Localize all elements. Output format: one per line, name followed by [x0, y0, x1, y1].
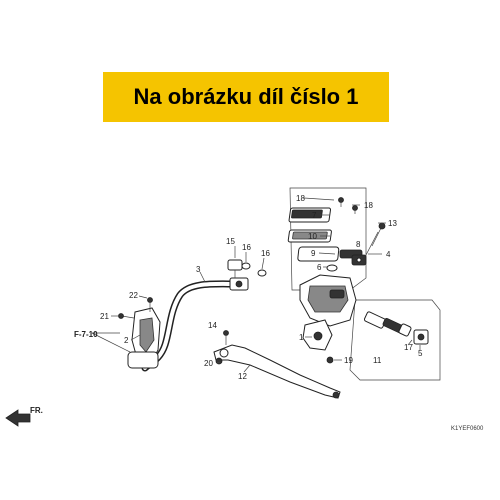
callout-14: 14 — [208, 321, 217, 330]
callout-22: 22 — [129, 291, 138, 300]
frame-reference-label: F-7-10 — [74, 330, 98, 339]
callout-18b: 18 — [364, 201, 373, 210]
callout-16b: 16 — [261, 249, 270, 258]
bolt-13 — [371, 222, 386, 247]
callout-5: 5 — [418, 349, 423, 358]
front-direction-arrow: FR. — [5, 406, 43, 427]
callout-21: 21 — [100, 312, 109, 321]
callout-20: 20 — [204, 359, 213, 368]
callout-15: 15 — [226, 237, 235, 246]
callout-1: 1 — [299, 333, 304, 342]
callout-3: 3 — [196, 265, 201, 274]
part-number-banner: Na obrázku díl číslo 1 — [103, 72, 389, 122]
diaphragm-plate-part — [287, 229, 332, 243]
diagram-code-label: K1YEF0600 — [451, 426, 484, 432]
callout-13: 13 — [388, 219, 397, 228]
screws-18 — [338, 197, 358, 214]
callout-12: 12 — [238, 372, 247, 381]
callout-11: 11 — [373, 356, 382, 365]
banjo-bolt-15 — [227, 259, 243, 278]
oring-6 — [326, 264, 338, 272]
master-cylinder-body-part — [299, 274, 357, 351]
reflector-4-8 — [351, 231, 379, 266]
callout-19: 19 — [344, 356, 353, 365]
callout-2: 2 — [124, 336, 129, 345]
callout-4: 4 — [386, 250, 391, 259]
callout-18a: 18 — [296, 194, 305, 203]
leader-lines — [91, 197, 421, 373]
front-direction-label: FR. — [30, 406, 43, 415]
callout-7: 7 — [312, 211, 317, 220]
callout-9: 9 — [311, 249, 316, 258]
callout-labels: 18 18 7 10 13 9 8 4 6 15 16 16 3 22 21 2… — [100, 194, 423, 381]
callout-16a: 16 — [242, 243, 251, 252]
screw-19 — [326, 356, 334, 364]
hose-clamp-part — [118, 297, 161, 369]
piston-kit-part — [363, 311, 429, 345]
callout-8: 8 — [356, 240, 361, 249]
banner-text: Na obrázku díl číslo 1 — [133, 84, 359, 109]
diaphragm-part — [297, 246, 363, 262]
brake-lever-part — [213, 330, 341, 399]
callout-17: 17 — [404, 343, 413, 352]
callout-6: 6 — [317, 263, 322, 272]
callout-10: 10 — [308, 232, 317, 241]
washers-16 — [241, 262, 267, 277]
